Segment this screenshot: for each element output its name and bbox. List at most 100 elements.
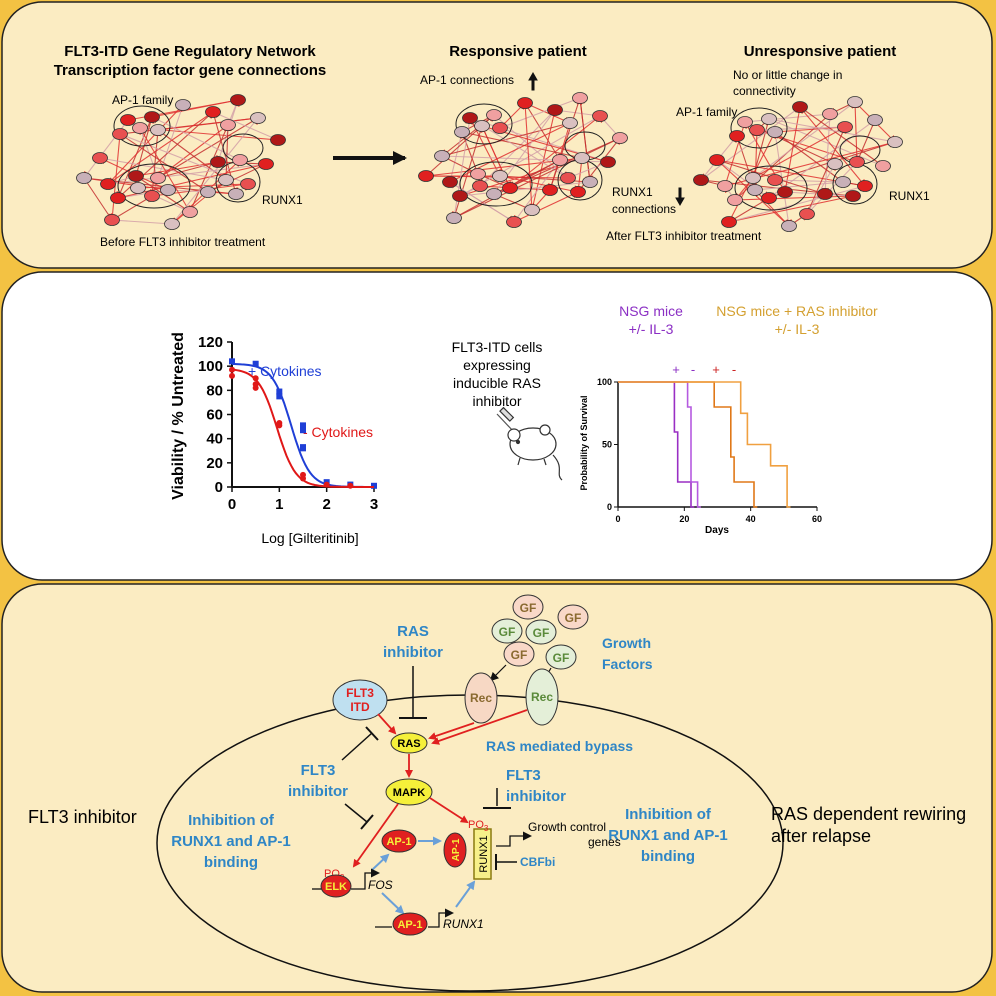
ap1-node-bound xyxy=(443,832,467,868)
network-title-2: Transcription factor gene connections xyxy=(54,62,327,79)
ras-inhibitor-label-2: inhibitor xyxy=(383,644,443,661)
gene-node xyxy=(542,184,558,196)
mouse-icon xyxy=(496,406,563,481)
gene-node xyxy=(182,206,198,218)
gene-node xyxy=(472,180,488,192)
gene-node xyxy=(822,108,838,120)
ras-label-1: NSG mice + RAS inhibitor xyxy=(716,303,878,319)
viability-chart: Viability / % Untreated Log [Gilteritini… xyxy=(170,332,378,546)
gene-cluster-outline xyxy=(734,165,808,211)
network-edge xyxy=(744,110,832,123)
ap1-family-label: AP-1 family xyxy=(112,93,173,107)
runx1-box xyxy=(473,828,492,880)
gene-node xyxy=(220,119,236,131)
gene-node xyxy=(454,126,470,138)
viability-point xyxy=(300,427,306,434)
gene-node xyxy=(200,186,216,198)
gene-node xyxy=(144,111,160,123)
network-edge xyxy=(752,100,857,179)
elk-label: ELK xyxy=(325,881,347,893)
viability-ylabel: Viability / % Untreated xyxy=(170,332,187,500)
ap1-node-bottom xyxy=(392,912,428,936)
gene-node xyxy=(562,117,578,129)
ap1-top-label: AP-1 xyxy=(386,836,411,848)
ap1-node-top xyxy=(381,829,417,853)
gene-node xyxy=(492,170,508,182)
unresponsive-title: Unresponsive patient xyxy=(744,43,897,60)
gene-node xyxy=(799,208,815,220)
growth-factors-label-2: Factors xyxy=(602,656,653,672)
network-edge xyxy=(773,176,844,185)
survival-x-tick-label: 20 xyxy=(679,514,689,524)
cells-label-1: FLT3-ITD cells xyxy=(452,339,543,355)
survival-y-tick-label: 50 xyxy=(602,440,612,450)
survival-curve xyxy=(618,381,791,508)
panel-network: FLT3-ITD Gene Regulatory Network Transcr… xyxy=(1,1,993,269)
gene-node xyxy=(218,174,234,186)
viability-point xyxy=(276,388,283,395)
gene-node xyxy=(847,96,863,108)
gene-node xyxy=(150,124,166,136)
network-edge xyxy=(805,161,858,216)
runx1-label-2: RUNX1 xyxy=(889,189,930,203)
inhibition-right-1: Inhibition of xyxy=(625,806,712,823)
gene-node xyxy=(160,184,176,196)
gf-6: GF xyxy=(553,651,570,665)
gene-node xyxy=(240,178,256,190)
viability-y-tick-label: 60 xyxy=(206,407,223,424)
network-edge xyxy=(524,102,572,125)
after-treatment-label: After FLT3 inhibitor treatment xyxy=(606,229,762,243)
network-edge xyxy=(513,190,580,223)
gene-node xyxy=(250,112,266,124)
viability-point xyxy=(276,393,283,400)
gene-node xyxy=(486,188,502,200)
network-before xyxy=(76,94,286,230)
network-edge xyxy=(111,194,154,221)
network-edge xyxy=(478,109,556,188)
gene-node xyxy=(144,190,160,202)
runx1-box-label: RUNX1 xyxy=(478,835,490,872)
ap1-bottom-label: AP-1 xyxy=(397,919,422,931)
survival-curve xyxy=(618,381,701,508)
before-treatment-label: Before FLT3 inhibitor treatment xyxy=(100,235,266,249)
network-edge xyxy=(784,105,803,193)
gene-node xyxy=(446,212,462,224)
gene-node xyxy=(767,126,783,138)
cbfbi-label: CBFbi xyxy=(520,855,555,869)
legend-plus-cytokines: + Cytokines xyxy=(248,363,322,379)
ras-label-2: +/- IL-3 xyxy=(775,321,820,337)
flt3-label-2: ITD xyxy=(350,700,370,714)
ras-inhibitor-label-1: RAS xyxy=(397,623,429,640)
viability-xlabel: Log [Gilteritinib] xyxy=(261,530,358,546)
mapk-node xyxy=(385,778,433,806)
network-edge xyxy=(855,119,876,164)
survival-ylabel: Probability of Survival xyxy=(579,395,589,490)
gene-node xyxy=(837,121,853,133)
gene-node xyxy=(572,92,588,104)
gene-node xyxy=(462,112,478,124)
receptor-2 xyxy=(525,668,559,726)
gene-node xyxy=(492,122,508,134)
gene-node xyxy=(693,174,709,186)
panel-pathway: GF GF GF GF GF GF Growth Factors Rec Rec… xyxy=(1,583,993,993)
gene-node xyxy=(506,216,522,228)
network-edge xyxy=(798,105,884,167)
inhibition-left-3: binding xyxy=(204,854,258,871)
inhibition-left-2: RUNX1 and AP-1 xyxy=(171,833,290,850)
network-edge xyxy=(498,173,579,193)
survival-x-tick-label: 60 xyxy=(812,514,822,524)
ap1-connections-label: AP-1 connections xyxy=(420,73,514,87)
gene-node xyxy=(547,104,563,116)
minus-red: - xyxy=(732,362,736,377)
gene-node xyxy=(100,178,116,190)
gene-node xyxy=(777,186,793,198)
cells-label-3: inducible RAS xyxy=(453,375,541,391)
viability-point xyxy=(276,422,283,429)
survival-curve xyxy=(618,381,695,508)
po3-runx: PO3 xyxy=(468,819,489,833)
elk-node xyxy=(320,874,352,898)
viability-point xyxy=(300,475,306,482)
gene-node xyxy=(761,192,777,204)
inhibition-right-3: binding xyxy=(641,848,695,865)
